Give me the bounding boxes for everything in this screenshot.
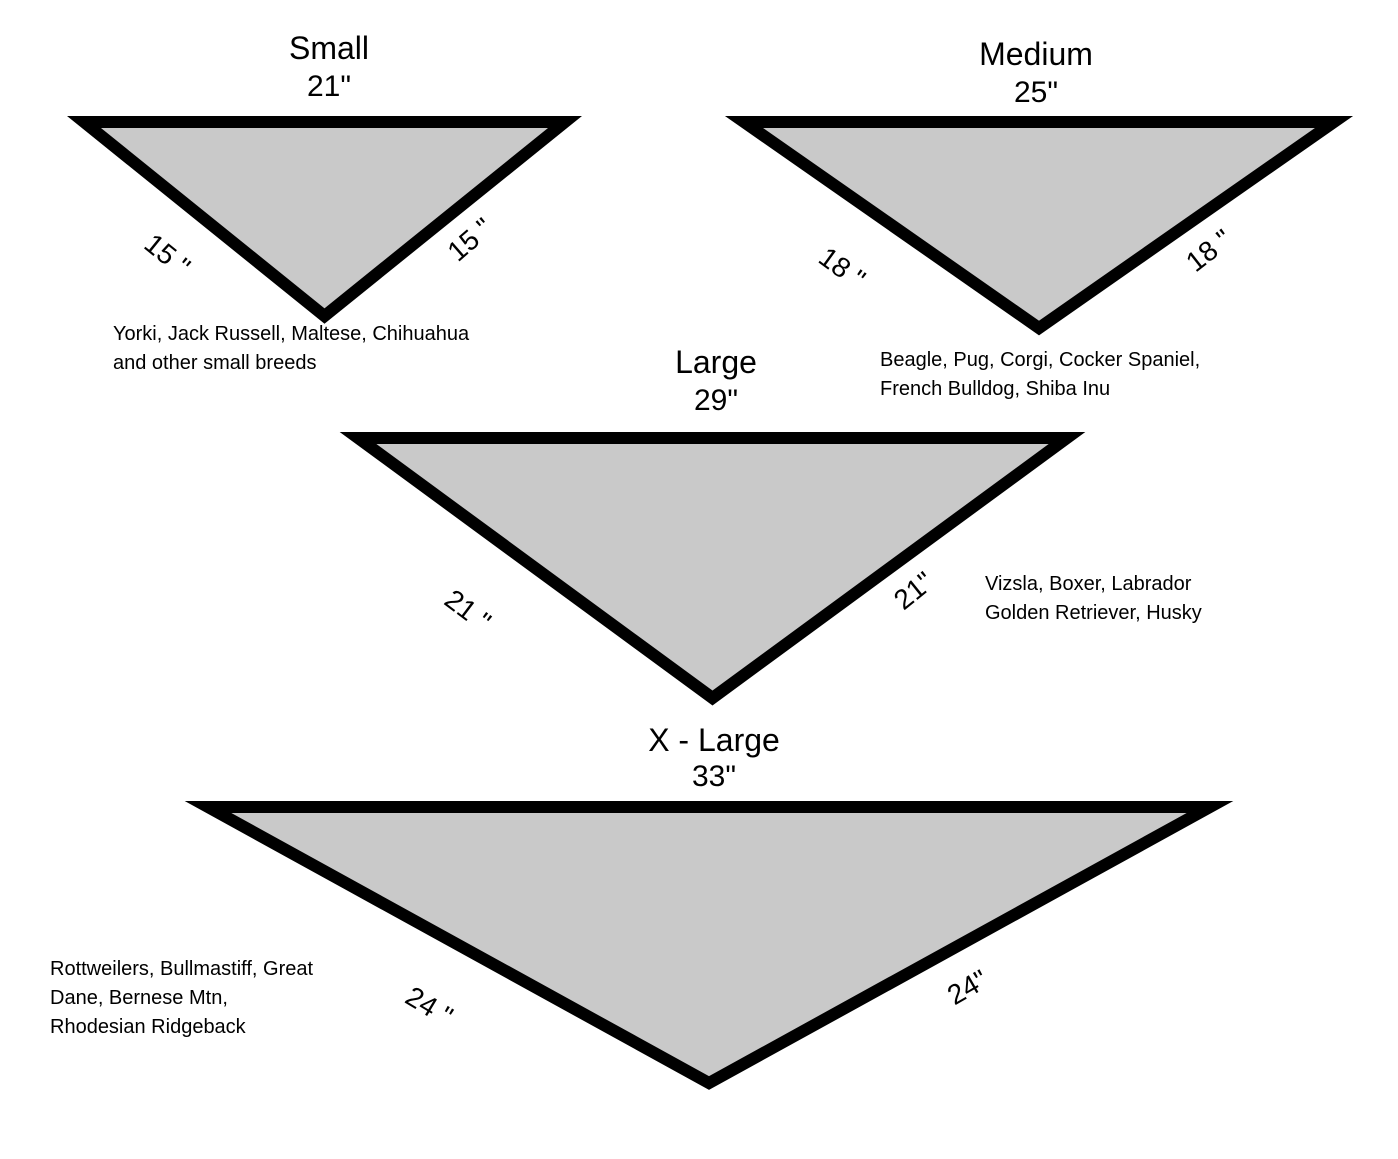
medium-size-measurement: 25" [1013,76,1059,109]
medium-triangle [724,116,1354,336]
small-breeds-text: Yorki, Jack Russell, Maltese, Chihuahua … [113,323,470,374]
small-size-measurement: 21" [306,70,352,103]
small-triangle [67,116,582,324]
small-triangle-shape [67,116,582,324]
large-size-title: Large [675,344,757,380]
medium-breeds-text: Beagle, Pug, Corgi, Cocker Spaniel, Fren… [880,349,1201,400]
xlarge-size-title: X - Large [648,722,780,758]
medium-triangle-shape [724,116,1354,336]
xlarge-triangle [184,801,1234,1090]
xlarge-triangle-shape [184,801,1234,1090]
large-size-measurement: 29" [693,384,739,417]
xlarge-size-measurement: 33" [691,760,737,793]
large-triangle-shape [339,432,1086,706]
small-size-title: Small [288,30,370,66]
large-breeds-text: Vizsla, Boxer, Labrador Golden Retriever… [985,573,1202,624]
xlarge-breeds-text: Rottweilers, Bullmastiff, Great Dane, Be… [50,958,314,1038]
large-triangle [339,432,1086,706]
medium-size-title: Medium [979,36,1093,72]
